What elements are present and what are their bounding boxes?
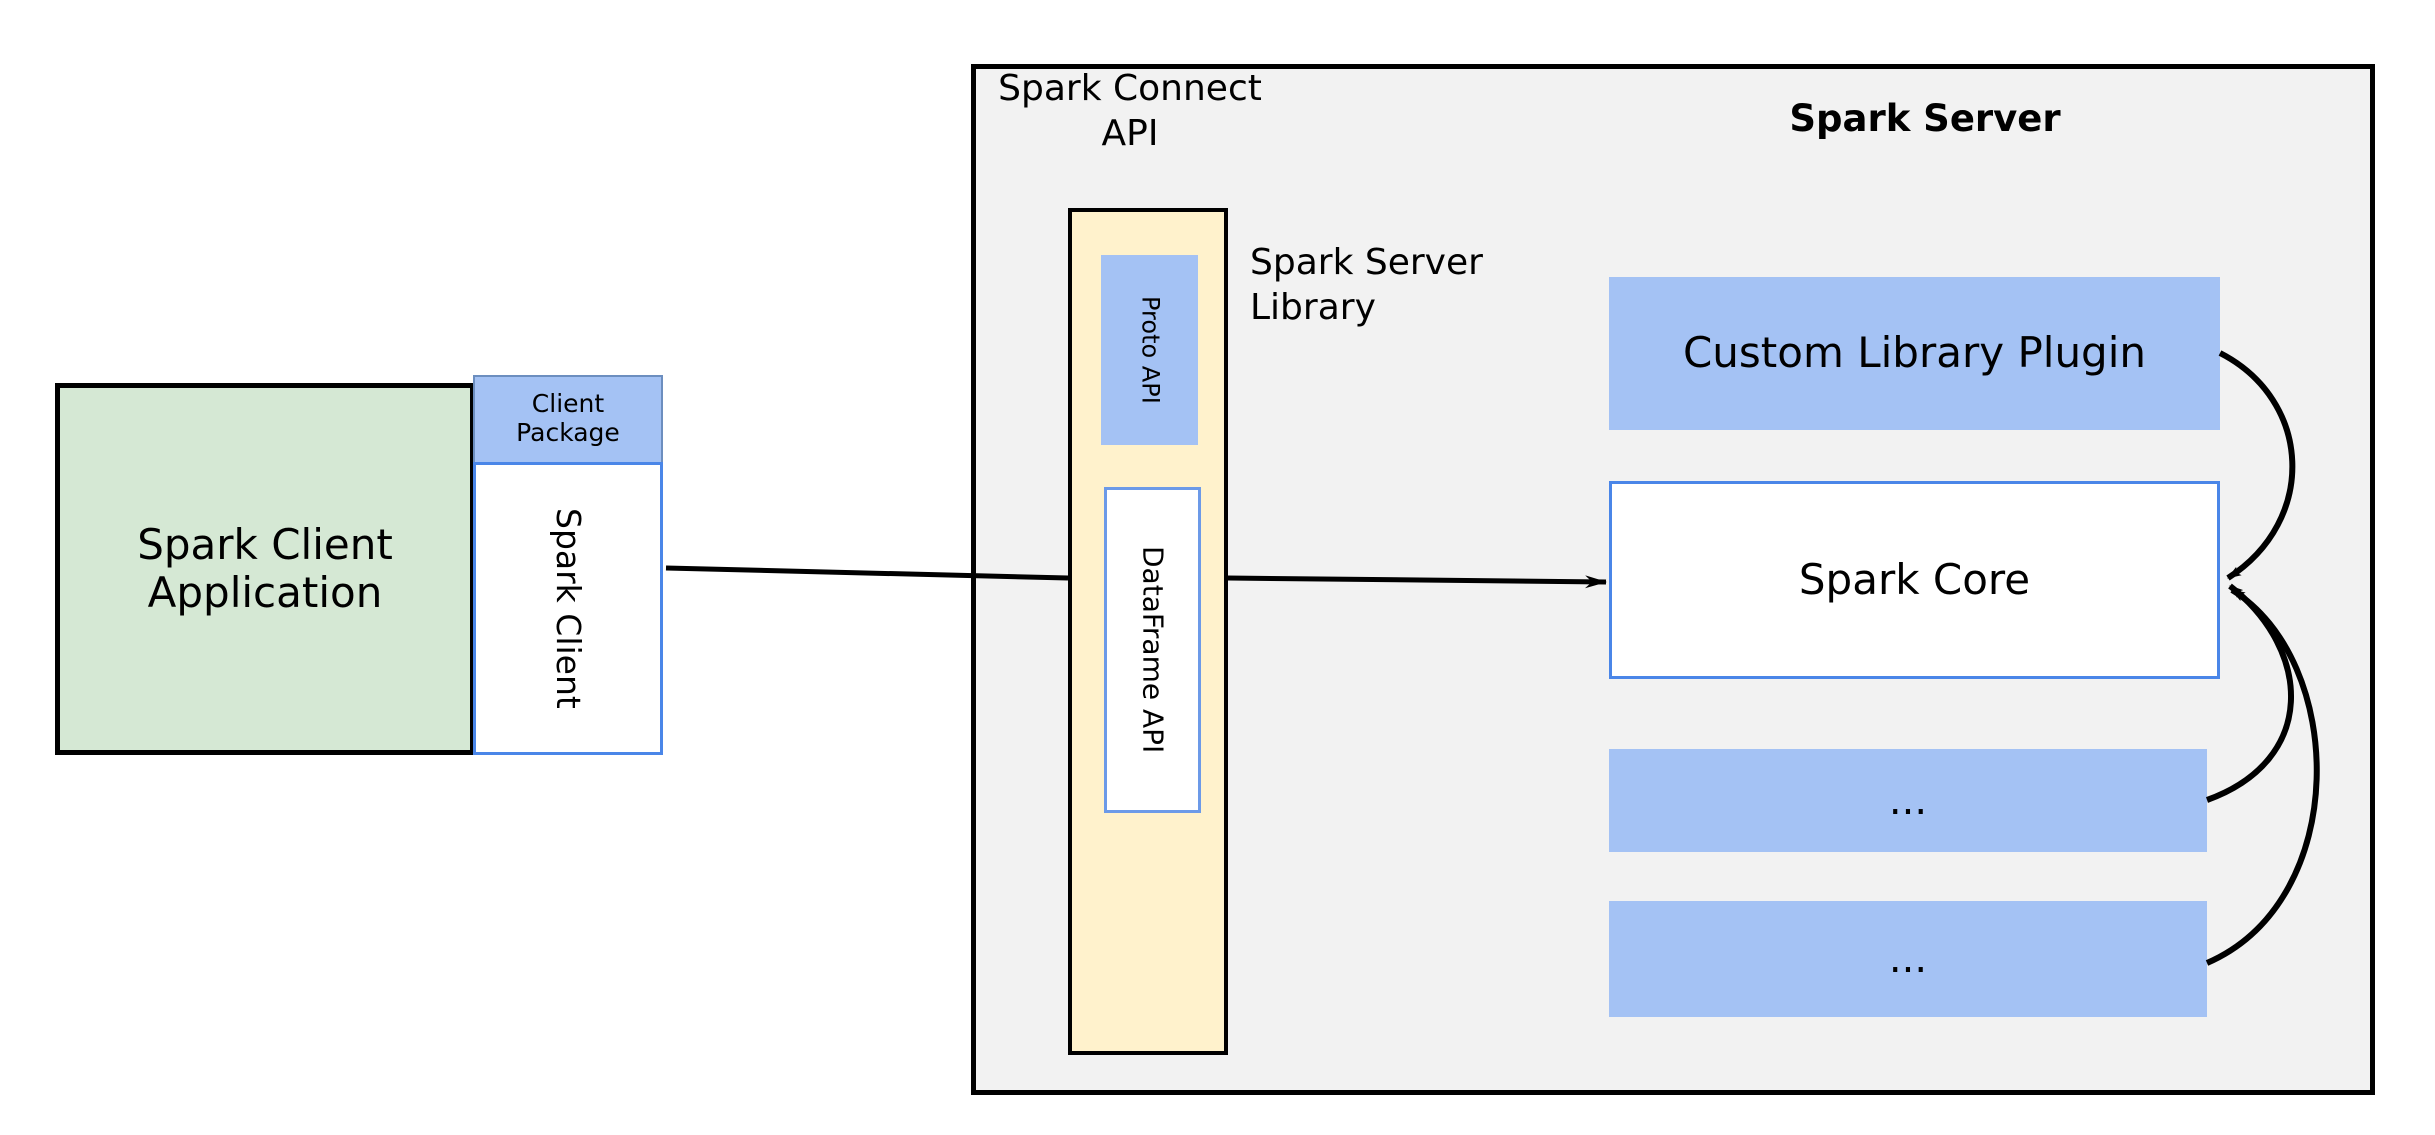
dataframe-api-box: DataFrame API bbox=[1104, 487, 1201, 813]
spark-client-application-label: Spark Client Application bbox=[127, 519, 403, 618]
proto-api-box: Proto API bbox=[1101, 255, 1198, 445]
spark-connect-api-label: Spark Connect API bbox=[980, 66, 1280, 156]
client-package-label-line2: Package bbox=[516, 417, 620, 447]
spark-client-label: Spark Client bbox=[548, 508, 588, 709]
spark-server-library-label: Spark Server Library bbox=[1250, 240, 1550, 330]
spark-client-application-box: Spark Client Application bbox=[55, 383, 475, 755]
spark-server-title: Spark Server bbox=[1789, 97, 2061, 140]
spark-server-library-label-line1: Spark Server bbox=[1250, 242, 1483, 283]
spark-connect-api-label-line2: API bbox=[1101, 113, 1159, 154]
client-package-label: Client Package bbox=[516, 388, 620, 450]
spark-core-label: Spark Core bbox=[1798, 554, 2031, 604]
client-package-label-line1: Client bbox=[531, 388, 605, 418]
spark-client-application-label-line1: Spark Client bbox=[137, 519, 393, 569]
proto-api-label: Proto API bbox=[1136, 296, 1165, 404]
spark-client-application-label-line2: Application bbox=[147, 568, 383, 617]
spark-client-box: Spark Client bbox=[473, 462, 663, 755]
custom-library-plugin-label: Custom Library Plugin bbox=[1682, 328, 2147, 378]
spark-core-box: Spark Core bbox=[1609, 481, 2220, 679]
ellipsis-box-1: ... bbox=[1609, 749, 2207, 852]
spark-connect-api-label-line1: Spark Connect bbox=[998, 68, 1262, 109]
ellipsis-label-2: ... bbox=[1888, 936, 1928, 982]
ellipsis-box-2: ... bbox=[1609, 901, 2207, 1017]
spark-server-library-label-line2: Library bbox=[1250, 287, 1376, 328]
client-package-box: Client Package bbox=[473, 375, 663, 462]
dataframe-api-label: DataFrame API bbox=[1136, 546, 1170, 754]
custom-library-plugin-box: Custom Library Plugin bbox=[1609, 277, 2220, 430]
ellipsis-label-1: ... bbox=[1888, 777, 1928, 824]
